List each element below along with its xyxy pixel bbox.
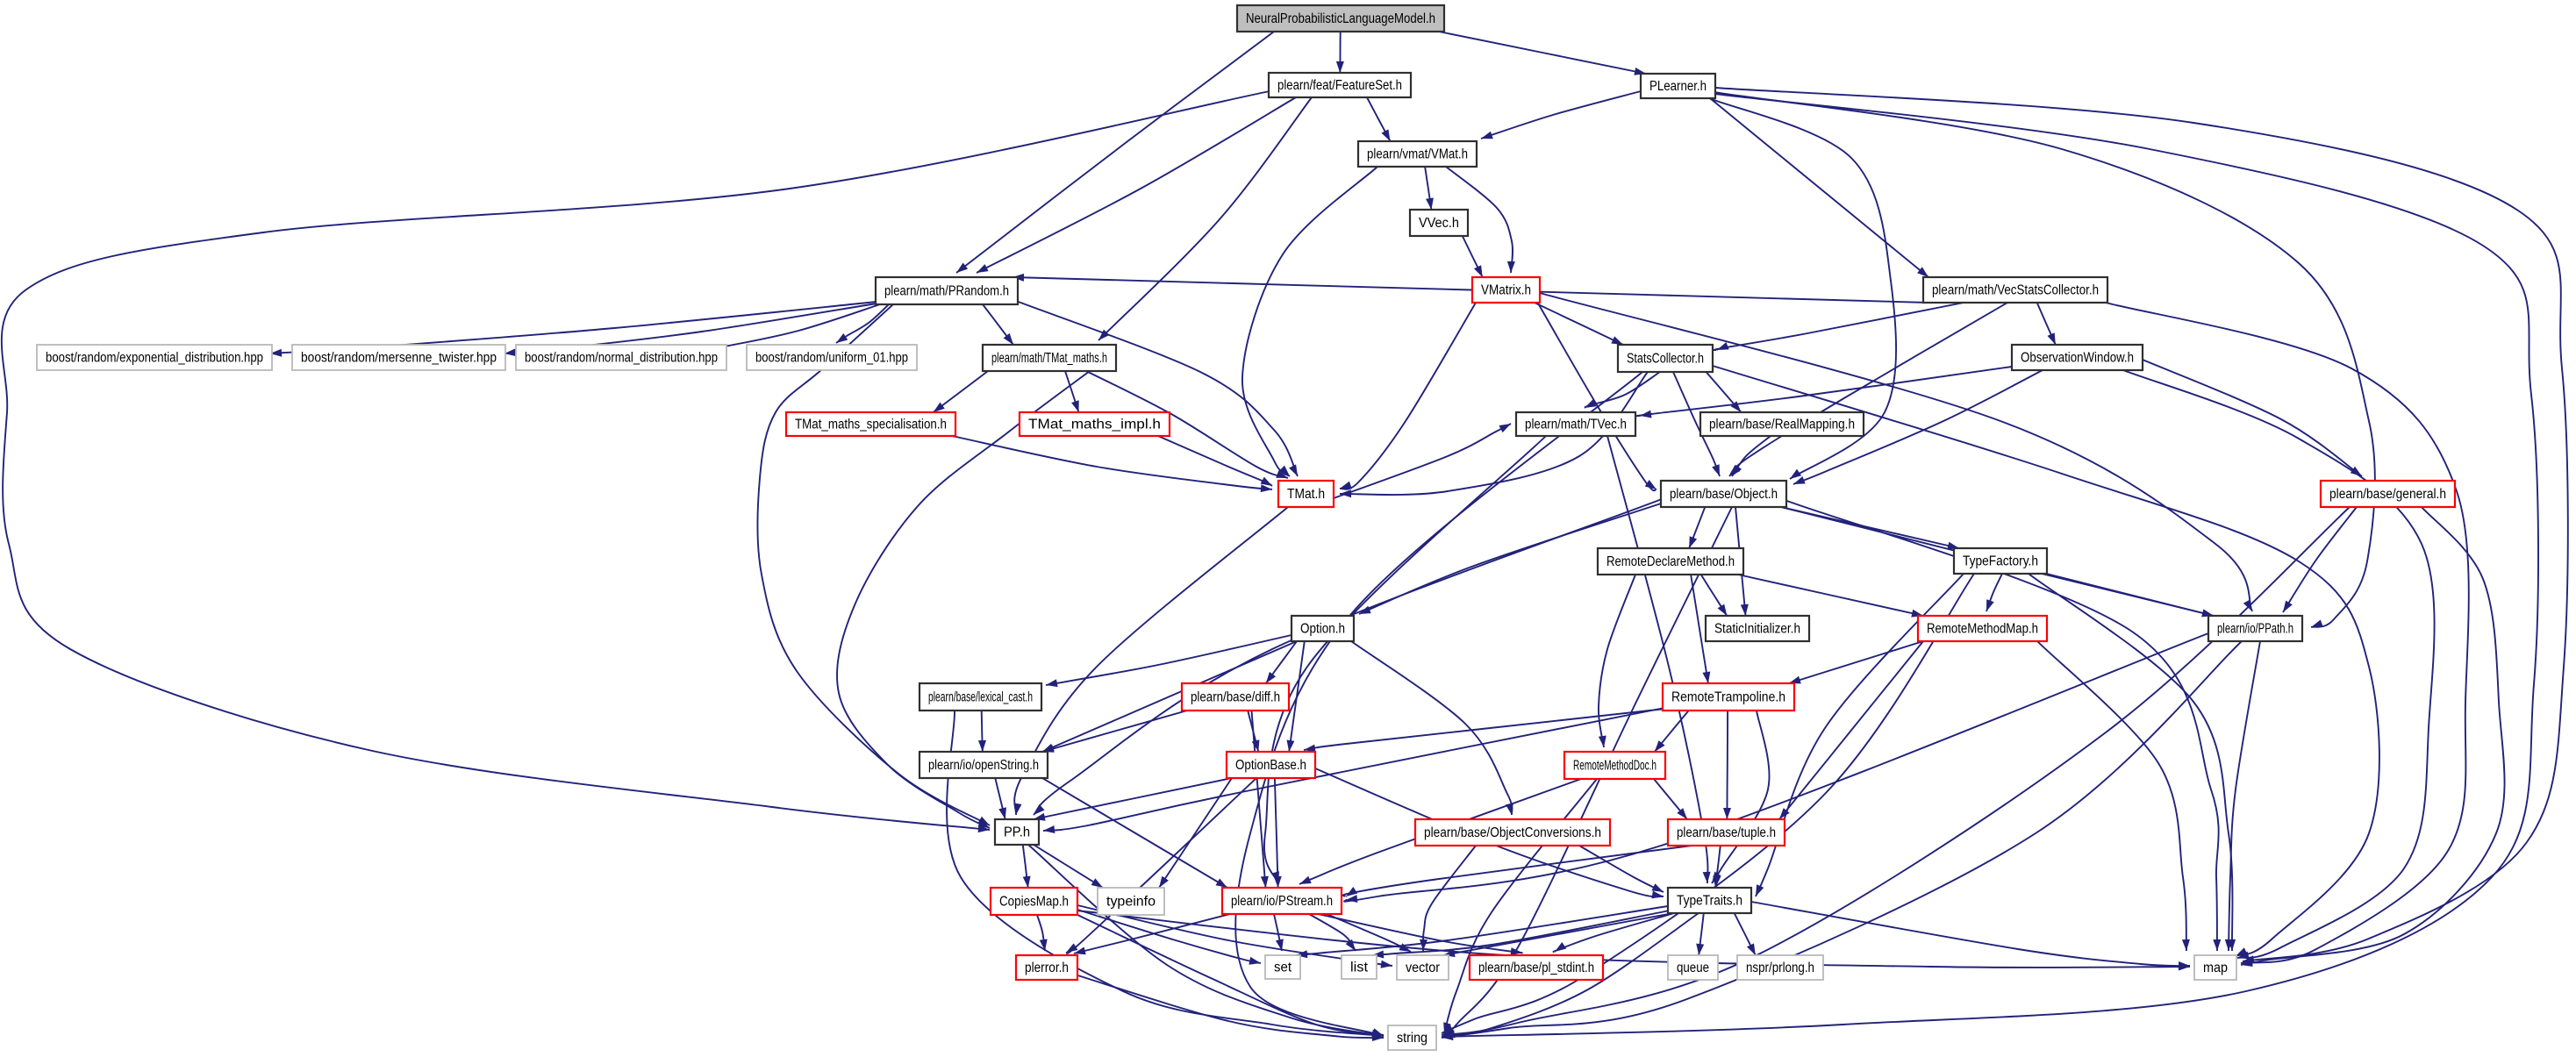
svg-text:nspr/prlong.h: nspr/prlong.h — [1746, 961, 1814, 975]
svg-text:plearn/math/TVec.h: plearn/math/TVec.h — [1525, 418, 1627, 432]
svg-text:plearn/base/diff.h: plearn/base/diff.h — [1191, 690, 1280, 705]
svg-text:Option.h: Option.h — [1300, 622, 1345, 637]
svg-text:StatsCollector.h: StatsCollector.h — [1627, 352, 1704, 367]
svg-text:VMatrix.h: VMatrix.h — [1481, 283, 1531, 298]
svg-text:boost/random/uniform_01.hpp: boost/random/uniform_01.hpp — [755, 351, 908, 366]
svg-text:TMat_maths_impl.h: TMat_maths_impl.h — [1028, 418, 1161, 432]
svg-text:NeuralProbabilisticLanguageMod: NeuralProbabilisticLanguageModel.h — [1246, 11, 1435, 26]
svg-text:plearn/base/lexical_cast.h: plearn/base/lexical_cast.h — [928, 690, 1033, 705]
svg-text:CopiesMap.h: CopiesMap.h — [999, 895, 1069, 910]
svg-text:plearn/math/VecStatsCollector.: plearn/math/VecStatsCollector.h — [1932, 283, 2099, 298]
svg-text:list: list — [1350, 961, 1369, 975]
svg-text:plearn/base/general.h: plearn/base/general.h — [2329, 487, 2446, 502]
svg-text:RemoteMethodDoc.h: RemoteMethodDoc.h — [1573, 759, 1657, 774]
svg-text:TMat.h: TMat.h — [1287, 487, 1325, 502]
svg-text:StaticInitializer.h: StaticInitializer.h — [1714, 622, 1800, 637]
svg-text:PLearner.h: PLearner.h — [1649, 79, 1707, 94]
svg-text:plearn/io/PPath.h: plearn/io/PPath.h — [2217, 622, 2293, 637]
svg-text:vector: vector — [1406, 961, 1440, 975]
svg-text:VVec.h: VVec.h — [1419, 216, 1459, 231]
svg-text:boost/random/exponential_distr: boost/random/exponential_distribution.hp… — [46, 351, 263, 366]
svg-text:plearn/base/pl_stdint.h: plearn/base/pl_stdint.h — [1478, 961, 1594, 975]
svg-text:boost/random/mersenne_twister.: boost/random/mersenne_twister.hpp — [301, 351, 497, 366]
svg-text:string: string — [1397, 1031, 1428, 1046]
svg-text:map: map — [2203, 961, 2228, 975]
svg-text:OptionBase.h: OptionBase.h — [1235, 758, 1306, 773]
svg-text:plearn/base/tuple.h: plearn/base/tuple.h — [1677, 825, 1776, 840]
svg-text:TMat_maths_specialisation.h: TMat_maths_specialisation.h — [795, 418, 947, 432]
svg-text:plerror.h: plerror.h — [1025, 961, 1069, 975]
svg-text:plearn/base/RealMapping.h: plearn/base/RealMapping.h — [1709, 418, 1855, 432]
svg-text:boost/random/normal_distributi: boost/random/normal_distribution.hpp — [525, 351, 718, 366]
svg-text:typeinfo: typeinfo — [1106, 895, 1156, 910]
svg-text:plearn/base/ObjectConversions.: plearn/base/ObjectConversions.h — [1424, 825, 1601, 840]
svg-text:plearn/math/TMat_maths.h: plearn/math/TMat_maths.h — [991, 351, 1107, 366]
svg-text:ObservationWindow.h: ObservationWindow.h — [2021, 351, 2134, 366]
svg-text:RemoteMethodMap.h: RemoteMethodMap.h — [1927, 622, 2038, 637]
svg-text:RemoteTrampoline.h: RemoteTrampoline.h — [1671, 690, 1785, 705]
svg-text:plearn/vmat/VMat.h: plearn/vmat/VMat.h — [1367, 147, 1468, 162]
svg-text:plearn/io/openString.h: plearn/io/openString.h — [928, 758, 1039, 773]
svg-text:queue: queue — [1677, 961, 1709, 975]
svg-text:plearn/io/PStream.h: plearn/io/PStream.h — [1231, 894, 1333, 909]
svg-text:PP.h: PP.h — [1004, 825, 1030, 840]
svg-text:set: set — [1274, 961, 1292, 975]
svg-text:RemoteDeclareMethod.h: RemoteDeclareMethod.h — [1606, 554, 1735, 569]
svg-text:plearn/base/Object.h: plearn/base/Object.h — [1670, 487, 1778, 502]
svg-text:plearn/feat/FeatureSet.h: plearn/feat/FeatureSet.h — [1277, 78, 1402, 93]
svg-text:plearn/math/PRandom.h: plearn/math/PRandom.h — [884, 284, 1009, 299]
svg-text:TypeFactory.h: TypeFactory.h — [1963, 554, 2038, 569]
svg-text:TypeTraits.h: TypeTraits.h — [1677, 894, 1742, 909]
